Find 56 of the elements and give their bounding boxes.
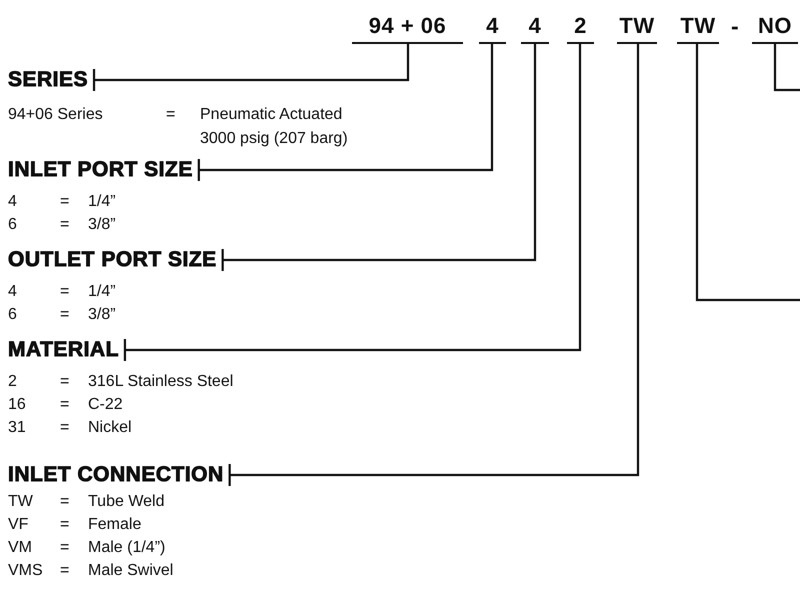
leader-line [228, 44, 640, 488]
option-description: Male (1/4”) [88, 538, 166, 558]
option-description: 1/4” [88, 192, 116, 212]
option-description: Female [88, 515, 142, 535]
code-segment: 2 [567, 10, 594, 44]
equals-sign: = [60, 515, 70, 535]
option-code: 6 [8, 215, 17, 235]
leader-line [198, 44, 494, 182]
option-code: 16 [8, 395, 26, 415]
equals-sign: = [60, 372, 70, 392]
option-code: 4 [8, 282, 17, 302]
option-description: C-22 [88, 395, 123, 415]
equals-sign: = [60, 282, 70, 302]
section-heading: MATERIAL [8, 338, 123, 362]
option-description: 3/8” [88, 305, 116, 325]
option-code: TW [8, 492, 33, 512]
option-description: 316L Stainless Steel [88, 372, 234, 392]
option-code: VF [8, 515, 28, 535]
option-code: 6 [8, 305, 17, 325]
leader-line [92, 44, 410, 92]
option-code: VM [8, 538, 32, 558]
option-code: 94+06 Series [8, 105, 103, 125]
equals-sign: = [60, 215, 70, 235]
section-heading: SERIES [8, 68, 92, 92]
option-description: Pneumatic Actuated 3000 psig (207 barg) [200, 105, 349, 149]
option-description: Male Swivel [88, 561, 174, 581]
equals-sign: = [60, 492, 70, 512]
section-heading: INLET PORT SIZE [8, 158, 197, 182]
leader-line [124, 44, 582, 362]
equals-sign: = [60, 418, 70, 438]
option-code: 31 [8, 418, 26, 438]
code-segment: 4 [521, 10, 549, 44]
equals-sign: = [166, 105, 176, 125]
option-code: VMS [8, 561, 43, 581]
leader-line [774, 44, 800, 92]
code-segment: 4 [479, 10, 506, 44]
equals-sign: = [60, 192, 70, 212]
equals-sign: = [60, 538, 70, 558]
option-description: Tube Weld [88, 492, 164, 512]
option-description: Nickel [88, 418, 132, 438]
separator-dash: - [731, 12, 739, 41]
code-segment: TW [617, 10, 657, 44]
section-heading: OUTLET PORT SIZE [8, 248, 221, 272]
leader-line [696, 44, 800, 302]
code-segment: NO [752, 10, 798, 44]
code-segment: 94 + 06 [352, 10, 463, 44]
code-segment: TW [677, 10, 719, 44]
equals-sign: = [60, 561, 70, 581]
option-description: 3/8” [88, 215, 116, 235]
equals-sign: = [60, 305, 70, 325]
option-description: 1/4” [88, 282, 116, 302]
section-heading: INLET CONNECTION [8, 463, 228, 487]
equals-sign: = [60, 395, 70, 415]
option-code: 2 [8, 372, 17, 392]
leader-line [222, 44, 536, 272]
option-code: 4 [8, 192, 17, 212]
